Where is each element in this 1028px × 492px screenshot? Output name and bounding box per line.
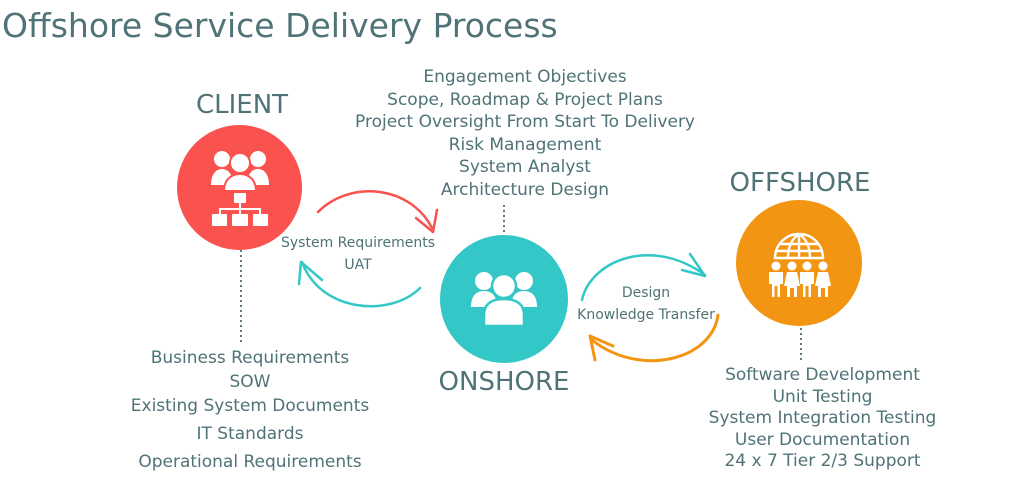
- onshore-item: Scope, Roadmap & Project Plans: [387, 89, 663, 110]
- flow-onshore-offshore-labels: Design Knowledge Transfer: [566, 282, 726, 326]
- flow-client-onshore-labels: System Requirements UAT: [270, 232, 446, 276]
- client-node: [177, 125, 302, 250]
- offshore-item: Unit Testing: [772, 386, 873, 407]
- offshore-node: [736, 200, 862, 326]
- flow-label: System Requirements: [281, 235, 435, 251]
- arrow-offshore-to-onshore: [590, 313, 720, 363]
- offshore-items: Software Development Unit Testing System…: [690, 365, 955, 473]
- page-title: Offshore Service Delivery Process: [2, 6, 558, 45]
- onshore-item: Architecture Design: [440, 179, 610, 200]
- arrow-onshore-to-client: [300, 260, 422, 308]
- client-items: Business Requirements SOW Existing Syste…: [125, 346, 375, 474]
- offshore-item: 24 x 7 Tier 2/3 Support: [724, 451, 921, 471]
- client-item: Operational Requirements: [138, 452, 362, 472]
- offshore-item: Software Development: [725, 365, 920, 385]
- arrowhead-client-to-onshore: [414, 208, 439, 234]
- offshore-label: OFFSHORE: [729, 168, 871, 198]
- arrow-client-to-onshore: [316, 190, 434, 230]
- onshore-item: System Analyst: [459, 157, 591, 177]
- arrowhead-onshore-to-offshore: [680, 252, 707, 278]
- client-item: SOW: [229, 372, 271, 392]
- arrowhead-offshore-to-onshore: [588, 334, 615, 362]
- flow-label: UAT: [344, 257, 372, 273]
- team-hierarchy-icon: [210, 150, 269, 226]
- flow-label: Knowledge Transfer: [577, 307, 715, 323]
- offshore-item: System Integration Testing: [708, 408, 937, 428]
- onshore-node: [440, 235, 568, 363]
- onshore-item: Risk Management: [448, 134, 602, 155]
- onshore-item: Engagement Objectives: [423, 67, 627, 87]
- arrowhead-onshore-to-client: [297, 260, 324, 286]
- global-team-icon: [769, 232, 831, 297]
- client-item: IT Standards: [196, 424, 304, 444]
- arrow-onshore-to-offshore: [580, 253, 707, 302]
- client-label: CLIENT: [195, 90, 289, 120]
- client-item: Existing System Documents: [130, 396, 370, 416]
- client-item: Business Requirements: [150, 348, 350, 368]
- onshore-items: Engagement Objectives Scope, Roadmap & P…: [340, 66, 710, 201]
- group-users-icon: [471, 272, 537, 327]
- flow-label: Design: [621, 285, 671, 301]
- onshore-label: ONSHORE: [438, 367, 570, 397]
- offshore-item: User Documentation: [734, 429, 911, 450]
- onshore-item: Project Oversight From Start To Delivery: [355, 112, 695, 132]
